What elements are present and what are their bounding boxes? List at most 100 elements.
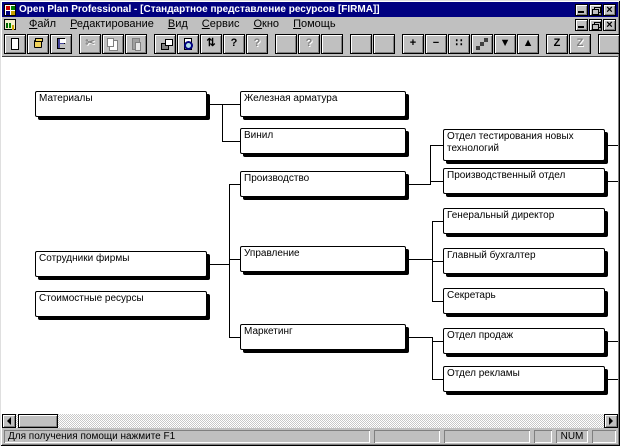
copy-button[interactable] xyxy=(102,33,124,54)
node-materials[interactable]: Материалы xyxy=(35,91,207,117)
move-down-icon: ▼ xyxy=(499,37,511,49)
resource-circle-help-icon: ? xyxy=(305,37,313,49)
export-button[interactable]: ⇅ xyxy=(200,33,222,54)
status-message: Для получения помощи нажмите F1 xyxy=(4,429,370,443)
menu-bar: Файл Редактирование Вид Сервис Окно Помо… xyxy=(2,17,618,32)
node-label: Главный бухгалтер xyxy=(447,250,536,261)
connector-stub xyxy=(605,341,618,342)
help-button[interactable]: ? xyxy=(223,33,245,54)
node-general-director[interactable]: Генеральный директор xyxy=(443,208,605,234)
node-cost-resources[interactable]: Стоимостные ресурсы xyxy=(35,291,207,317)
save-file-button[interactable] xyxy=(50,33,72,54)
paste-button[interactable] xyxy=(125,33,147,54)
menu-edit[interactable]: Редактирование xyxy=(70,18,154,30)
connector-line xyxy=(432,221,443,222)
node-chief-accountant[interactable]: Главный бухгалтер xyxy=(443,248,605,274)
context-help-button[interactable]: ? xyxy=(246,33,268,54)
resource-circle-help-button[interactable]: ? xyxy=(298,33,320,54)
new-file-button[interactable] xyxy=(4,33,26,54)
node-iron-rebar[interactable]: Железная арматура xyxy=(240,91,406,117)
scrollbar-thumb[interactable] xyxy=(18,414,58,428)
zigzag-icon: Z xyxy=(553,37,561,49)
minimize-icon[interactable] xyxy=(575,3,588,16)
connector-line xyxy=(432,379,443,380)
toolbar-group: ⇅?? xyxy=(154,33,268,54)
menu-window[interactable]: Окно xyxy=(253,18,280,30)
zigzag-alt-button[interactable]: Z xyxy=(569,33,591,54)
node-sales-dept[interactable]: Отдел продаж xyxy=(443,328,605,354)
remove-button[interactable]: − xyxy=(425,33,447,54)
document-icon[interactable] xyxy=(4,19,16,30)
mdi-close-icon[interactable] xyxy=(603,18,616,31)
resource-circle-1-button[interactable] xyxy=(275,33,297,54)
node-label: Материалы xyxy=(39,93,93,104)
mdi-restore-icon[interactable] xyxy=(589,18,602,31)
title-bar: Open Plan Professional - [Стандартное пр… xyxy=(2,2,618,17)
steps-button[interactable] xyxy=(471,33,493,54)
resource-circle-2-button[interactable] xyxy=(350,33,372,54)
menu-view[interactable]: Вид xyxy=(167,18,188,30)
status-panel xyxy=(374,429,440,443)
link-button[interactable]: ∷ xyxy=(448,33,470,54)
print-preview-button[interactable] xyxy=(177,33,199,54)
horizontal-scrollbar[interactable] xyxy=(2,414,618,428)
menu-help[interactable]: Помощь xyxy=(293,18,336,30)
node-label: Производство xyxy=(244,173,310,184)
node-employees[interactable]: Сотрудники фирмы xyxy=(35,251,207,277)
connector-line xyxy=(406,259,433,260)
node-production[interactable]: Производство xyxy=(240,171,406,197)
move-up-button[interactable]: ▲ xyxy=(517,33,539,54)
node-testing-dept[interactable]: Отдел тестирования новых технологий xyxy=(443,129,605,161)
window-tile-button[interactable] xyxy=(598,33,620,54)
node-production-dept[interactable]: Производственный отдел xyxy=(443,168,605,194)
add-button[interactable]: + xyxy=(402,33,424,54)
cut-button[interactable]: ✂ xyxy=(79,33,101,54)
zigzag-button[interactable]: Z xyxy=(546,33,568,54)
toolbar-group: +−∷ ▼ ▲ xyxy=(402,33,539,54)
status-panel xyxy=(444,429,530,443)
node-label: Стоимостные ресурсы xyxy=(39,293,144,304)
zigzag-alt-icon: Z xyxy=(576,37,584,49)
node-label: Винил xyxy=(244,130,274,141)
close-icon[interactable] xyxy=(603,3,616,16)
node-secretary[interactable]: Секретарь xyxy=(443,288,605,314)
toolbar-group xyxy=(4,33,72,54)
menu-service[interactable]: Сервис xyxy=(201,18,240,30)
connector-line xyxy=(432,261,443,262)
scroll-right-icon[interactable] xyxy=(604,414,618,428)
resource-circle-3-button[interactable] xyxy=(373,33,395,54)
toolbar-group xyxy=(598,33,620,54)
scrollbar-track[interactable] xyxy=(58,414,604,428)
window-title: Open Plan Professional - [Стандартное пр… xyxy=(19,4,380,15)
cut-icon: ✂ xyxy=(85,37,95,49)
node-vinyl[interactable]: Винил xyxy=(240,128,406,154)
connector-line xyxy=(432,301,443,302)
connector-stub xyxy=(605,379,618,380)
connector-line xyxy=(406,337,433,338)
connector-line xyxy=(229,259,240,260)
connector-line xyxy=(406,184,431,185)
link-icon: ∷ xyxy=(455,37,463,49)
move-down-button[interactable]: ▼ xyxy=(494,33,516,54)
node-management[interactable]: Управление xyxy=(240,246,406,272)
restore-icon[interactable] xyxy=(589,3,602,16)
toolbar-group: ? xyxy=(275,33,343,54)
node-advertising-dept[interactable]: Отдел рекламы xyxy=(443,366,605,392)
scroll-left-icon[interactable] xyxy=(2,414,16,428)
status-bar: Для получения помощи нажмите F1 NUM xyxy=(2,428,618,444)
node-label: Отдел рекламы xyxy=(447,368,520,379)
copy-icon xyxy=(106,37,114,47)
diagram-canvas[interactable]: Материалы Железная арматура Винил Произв… xyxy=(2,57,618,414)
menu-file[interactable]: Файл xyxy=(29,18,57,30)
resource-arch-button[interactable] xyxy=(321,33,343,54)
print-button[interactable] xyxy=(154,33,176,54)
toolbar-group xyxy=(350,33,395,54)
mdi-minimize-icon[interactable] xyxy=(575,18,588,31)
node-marketing[interactable]: Маркетинг xyxy=(240,324,406,350)
app-icon[interactable] xyxy=(4,3,16,16)
node-label: Генеральный директор xyxy=(447,210,555,221)
print-icon xyxy=(161,39,173,50)
open-file-button[interactable] xyxy=(27,33,49,54)
